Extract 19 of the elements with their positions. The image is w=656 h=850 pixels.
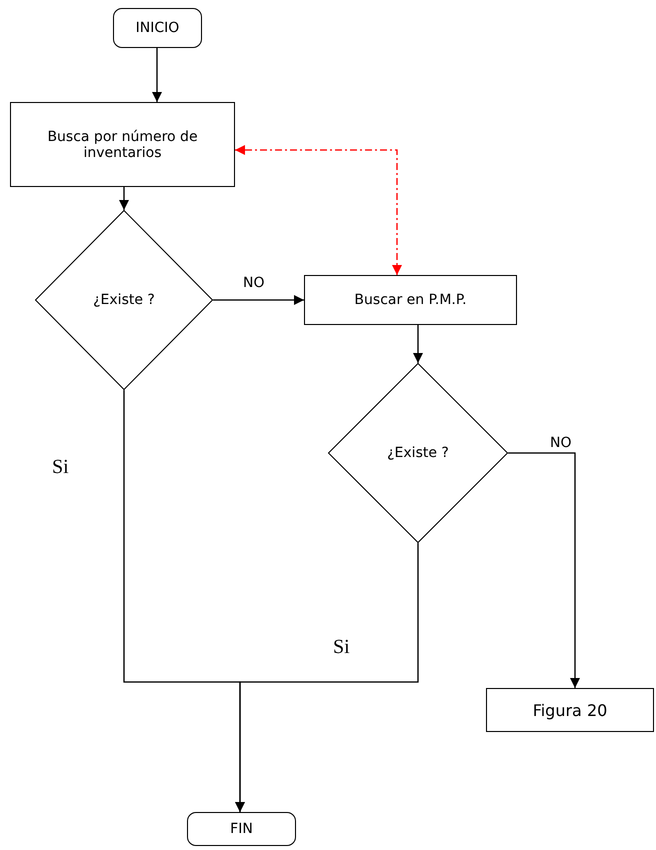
arrow: [119, 187, 129, 210]
node-text: Buscar en P.M.P.: [354, 292, 467, 308]
node-text: ¿Existe ?: [93, 292, 155, 308]
arrow: [508, 452, 580, 688]
node-text: ¿Existe ?: [387, 445, 449, 461]
arrow: [213, 295, 304, 305]
node-text: Busca por número de inventarios: [46, 128, 199, 160]
node-text: Figura 20: [532, 700, 608, 720]
process-box: [486, 688, 654, 732]
arrow: [413, 325, 423, 363]
arrow: [235, 543, 419, 812]
arrow: [152, 48, 162, 102]
process-box: [10, 102, 235, 187]
start-terminal: [113, 8, 202, 48]
process-box: [304, 275, 517, 325]
end-terminal: [187, 812, 296, 846]
node-text: FIN: [230, 821, 253, 837]
node-text: INICIO: [136, 20, 180, 36]
arrow: [235, 145, 402, 275]
